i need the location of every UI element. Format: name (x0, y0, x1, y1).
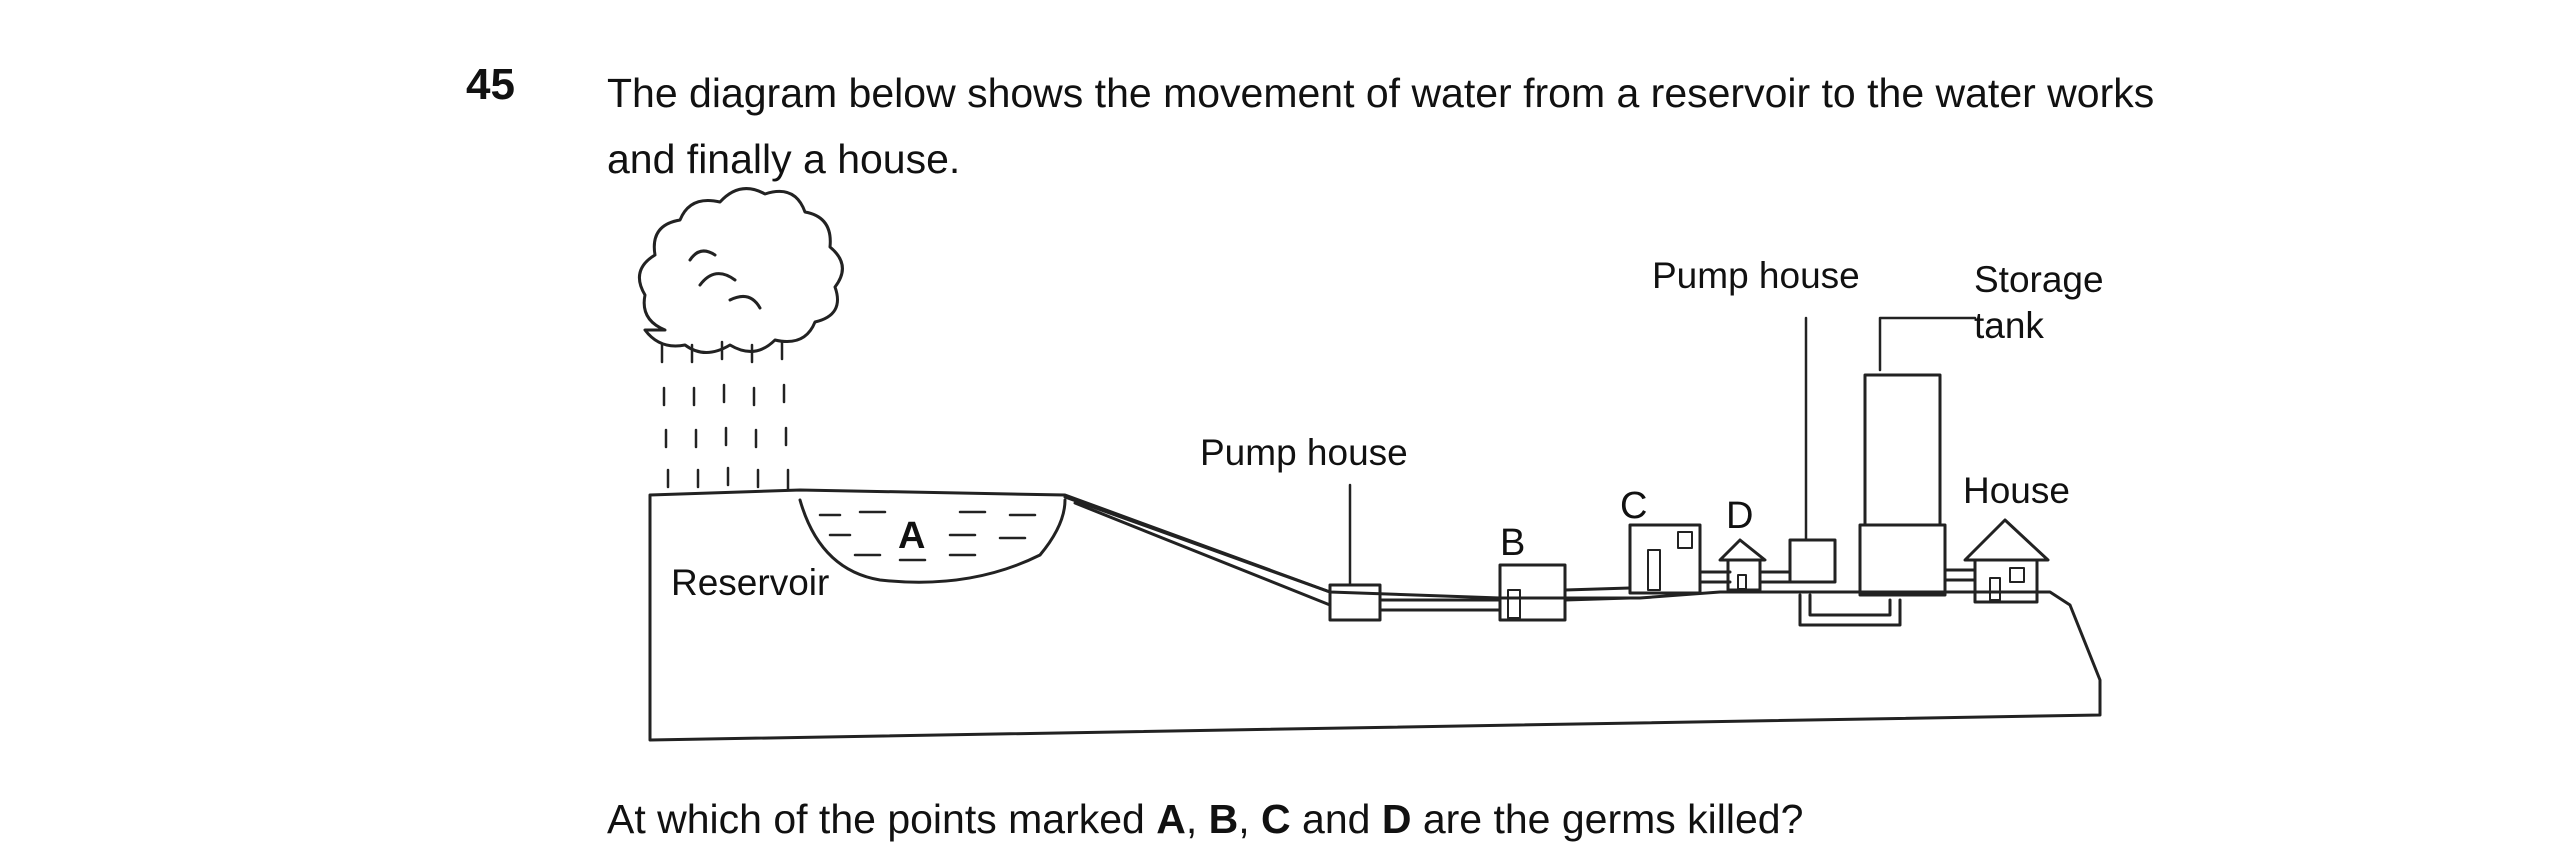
reservoir-basin (800, 500, 1065, 582)
label-pump-house-2: Pump house (1652, 255, 1860, 296)
option-b: B (1209, 796, 1239, 842)
pump-house-1 (1330, 585, 1380, 620)
pump-house-2 (1790, 540, 1835, 582)
option-d: D (1382, 796, 1412, 842)
label-storage-tank-line1: Storage (1974, 259, 2104, 300)
point-b: B (1500, 522, 1525, 564)
label-reservoir: Reservoir (671, 562, 829, 603)
house-icon (1965, 520, 2048, 560)
cloud-icon (639, 189, 842, 353)
building-b (1500, 565, 1565, 620)
option-c: C (1261, 796, 1291, 842)
point-c: C (1620, 485, 1647, 527)
label-pump-house-1: Pump house (1200, 432, 1408, 473)
question-prompt: At which of the points marked A, B, C an… (607, 796, 1803, 843)
label-storage-tank-line2: tank (1974, 305, 2044, 346)
point-a: A (898, 515, 925, 557)
building-c (1630, 525, 1700, 593)
storage-tank (1865, 375, 1940, 525)
rain (662, 342, 788, 490)
option-a: A (1156, 796, 1186, 842)
label-house: House (1963, 470, 2070, 511)
point-d: D (1726, 495, 1753, 537)
building-d (1720, 540, 1765, 560)
